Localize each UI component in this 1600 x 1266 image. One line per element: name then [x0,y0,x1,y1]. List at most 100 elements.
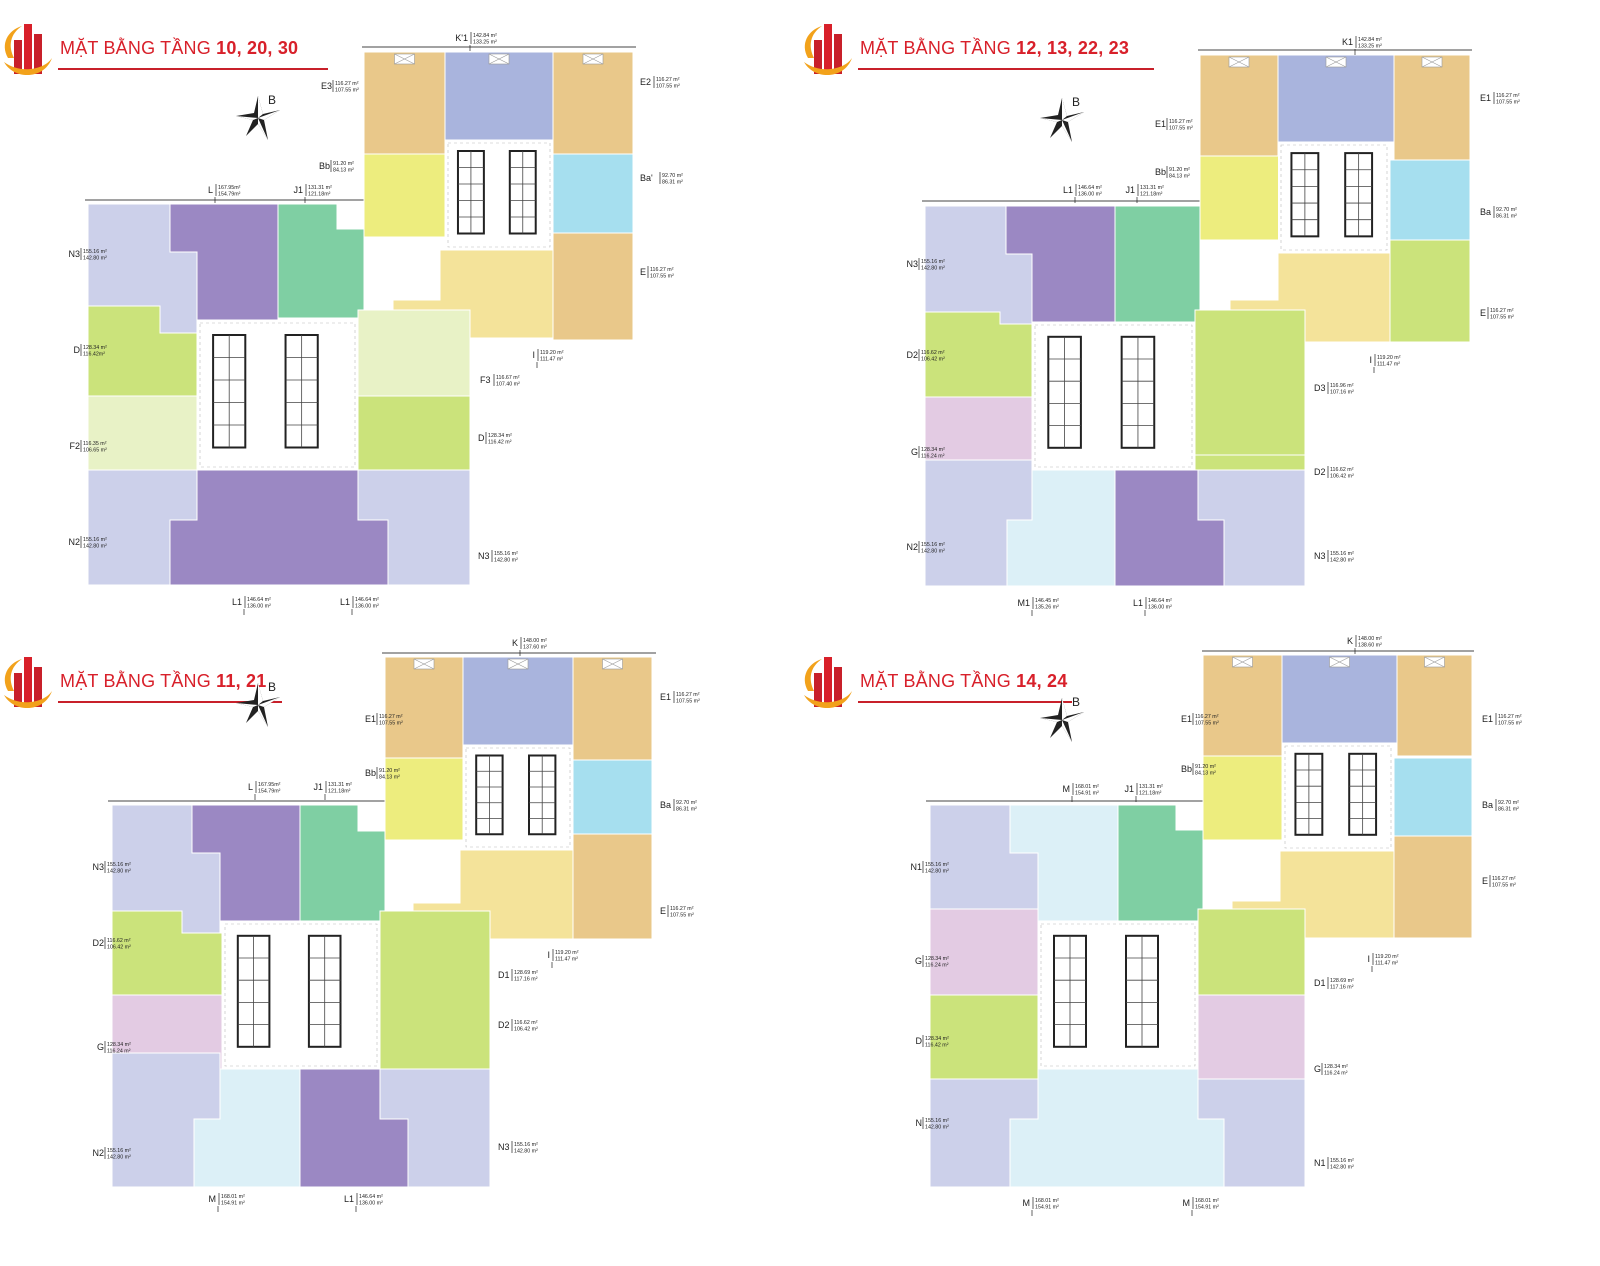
net-area: 142.80 m² [925,1125,949,1131]
north-letter: B [268,93,276,107]
unit-code: K1 [1342,37,1353,47]
gross-area: 131.31 m² [1140,185,1164,191]
net-area: 116.42 m² [925,1043,949,1049]
net-area: 138.60 m² [1358,643,1382,649]
north-compass-icon: B [236,680,280,727]
apartment-unit [1197,908,1306,996]
north-compass-icon: B [1040,695,1084,742]
net-area: 86.31 m² [1498,807,1519,813]
net-area: 116.24 m² [1324,1071,1348,1077]
unit-code: N2 [906,542,918,552]
net-area: 142.80 m² [514,1149,538,1155]
gross-area: 116.27 m² [1490,308,1514,314]
net-area: 154.91 m² [1035,1205,1059,1211]
apartment-unit [1389,239,1471,343]
gross-area: 146.64 m² [1078,185,1102,191]
apartment-unit [552,232,634,341]
net-area: 136.00 m² [359,1201,383,1207]
unit-code: L1 [232,597,242,607]
gross-area: 128.34 m² [107,1042,131,1048]
unit-code: D [74,345,81,355]
gross-area: 116.62 m² [107,938,131,944]
unit-code: E1 [660,692,671,702]
apartment-unit [357,395,471,479]
gross-area: 116.27 m² [1492,876,1516,882]
duct-shaft [582,53,604,65]
gross-area: 131.31 m² [1139,784,1163,790]
unit-code: L [248,782,253,792]
unit-code: N3 [498,1142,510,1152]
unit-code: I [547,950,550,960]
unit-code: F3 [480,375,491,385]
unit-code: L [208,185,213,195]
gross-area: 155.16 m² [514,1142,538,1148]
gross-area: 128.34 m² [925,1036,949,1042]
net-area: 84.13 m² [1169,174,1190,180]
net-area: 117.16 m² [514,977,538,983]
title-underline [58,701,282,703]
north-letter: B [1072,95,1080,109]
panel-title: MẶT BẰNG TẦNG 14, 24 [860,671,1068,691]
gross-area: 142.84 m² [473,33,497,39]
apartment-unit [1281,654,1398,744]
net-area: 106.65 m² [83,448,107,454]
unit-code: Bb [1155,167,1166,177]
duct-shaft [413,658,435,670]
gross-area: 92.70 m² [662,173,683,179]
gross-area: 116.62 m² [1330,467,1354,473]
apartment-unit [379,910,491,1080]
gross-area: 155.16 m² [107,862,131,868]
gross-area: 128.34 m² [925,956,949,962]
apartment-unit [1197,469,1306,587]
apartment-unit [572,759,653,835]
net-area: 111.47 m² [555,957,578,963]
gross-area: 119.20 m² [1377,355,1401,361]
apartment-unit [444,51,554,141]
gross-area: 116.27 m² [379,714,403,720]
north-compass-icon: B [236,93,280,140]
net-area: 142.80 m² [921,549,945,555]
unit-code: D2 [498,1020,510,1030]
gross-area: 155.16 m² [494,551,518,557]
gross-area: 116.27 m² [676,692,700,698]
net-area: 84.13 m² [379,775,400,781]
net-area: 106.42 m² [514,1027,538,1033]
gross-area: 168.01 m² [1035,1198,1059,1204]
gross-area: 91.20 m² [1195,764,1216,770]
unit-code: E1 [1155,119,1166,129]
developer-logo-icon [804,24,852,76]
north-compass-icon: B [1040,95,1084,142]
unit-code: E1 [1181,714,1192,724]
unit-code: J1 [1124,784,1134,794]
net-area: 116.42 m² [488,440,512,446]
net-area: 136.00 m² [1148,605,1172,611]
north-letter: B [1072,695,1080,709]
gross-area: 146.45 m² [1035,598,1059,604]
net-area: 107.55 m² [656,84,680,90]
unit-code: N1 [910,862,922,872]
net-area: 84.13 m² [333,168,354,174]
unit-code: I [532,350,535,360]
net-area: 107.55 m² [335,88,359,94]
net-area: 136.00 m² [1078,192,1102,198]
apartment-unit [357,469,471,586]
